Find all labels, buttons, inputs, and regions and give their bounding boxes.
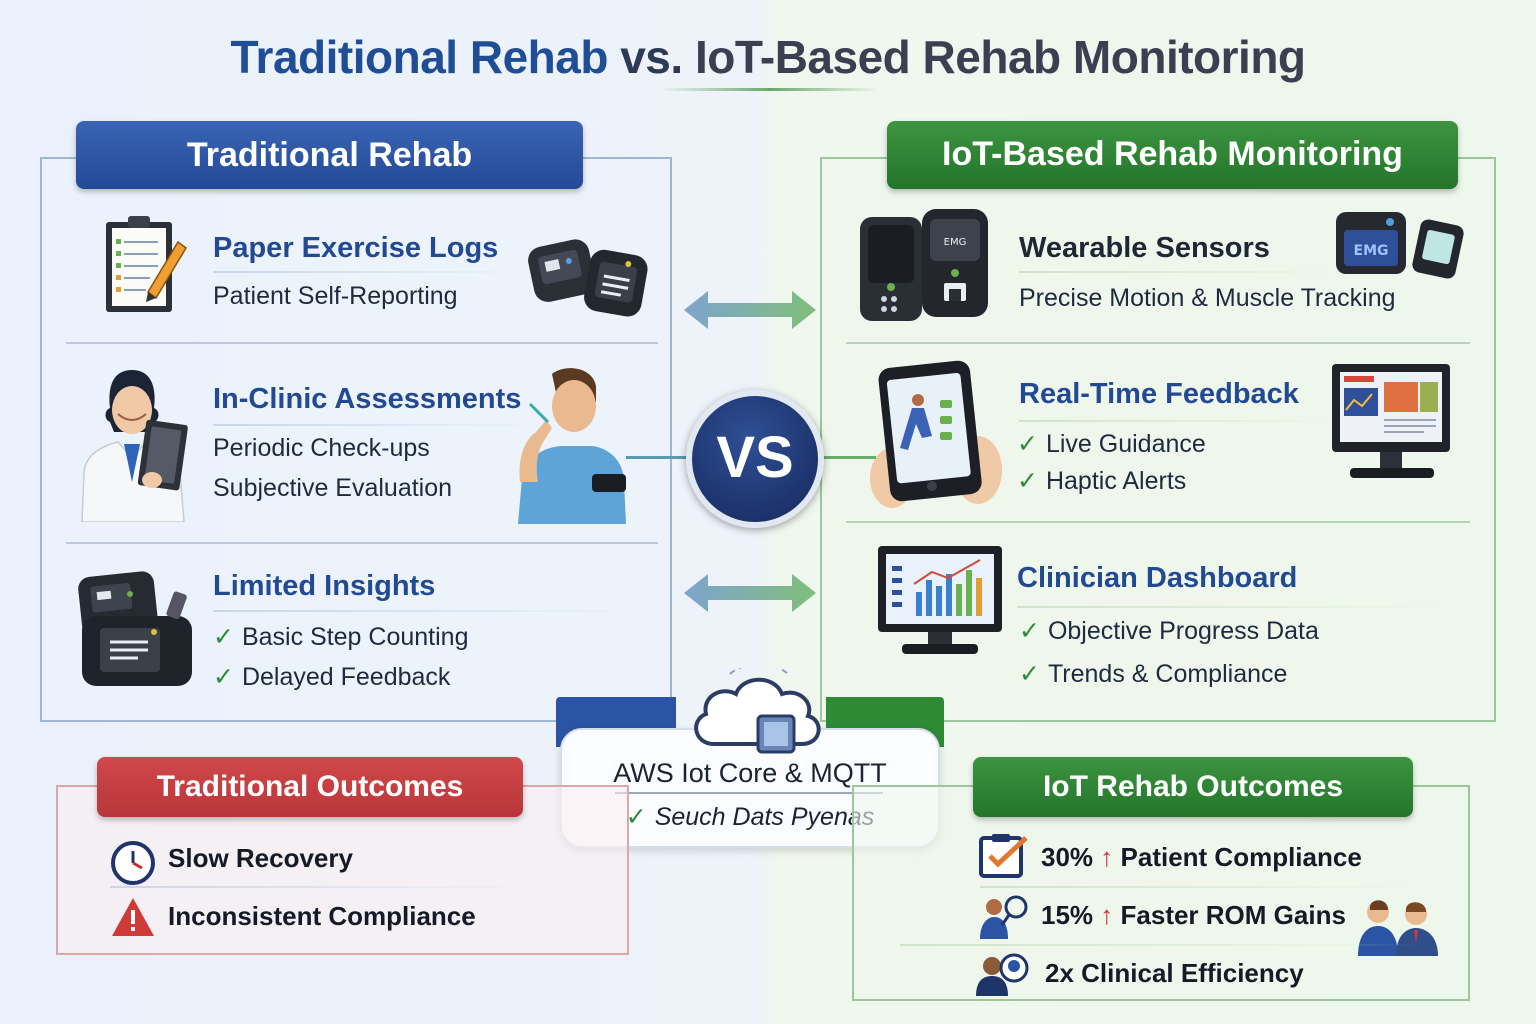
cloud-title: AWS Iot Core & MQTT xyxy=(613,758,887,788)
svg-text:EMG: EMG xyxy=(944,237,967,248)
dashboard-check-2: ✓Trends & Compliance xyxy=(1019,660,1288,688)
team-icon xyxy=(976,953,1029,996)
wearable-sensors-title: Wearable Sensors xyxy=(1019,232,1270,264)
patient-icon xyxy=(518,368,626,524)
iot-outcome-rom: 15% ↑ Faster ROM Gains xyxy=(1041,900,1346,930)
clock-icon xyxy=(111,841,155,885)
check-icon: ✓ xyxy=(1019,617,1040,645)
clinician-dashboard-title: Clinician Dashboard xyxy=(1017,562,1298,594)
vs-badge: VS xyxy=(686,390,824,528)
check-icon: ✓ xyxy=(1017,430,1038,458)
real-time-check-2: ✓Haptic Alerts xyxy=(1017,467,1187,495)
double-arrow-icon xyxy=(684,574,816,612)
up-arrow-icon: ↑ xyxy=(1100,842,1114,872)
page-title: Traditional Rehab vs. IoT-Based Rehab Mo… xyxy=(0,30,1536,84)
monitor-icon xyxy=(1332,364,1450,478)
emg-sensor-icon: EMG xyxy=(1336,212,1464,279)
iot-outcomes-banner: IoT Rehab Outcomes xyxy=(973,757,1413,817)
iot-outcome-compliance: 30% ↑ Patient Compliance xyxy=(1041,842,1362,872)
real-time-check-1: ✓Live Guidance xyxy=(1017,430,1206,458)
clipboard-icon xyxy=(106,216,187,312)
clinician-icon xyxy=(81,370,188,522)
check-icon: ✓ xyxy=(1017,467,1038,495)
item-rule xyxy=(1019,271,1349,273)
wearable-sensor-icon: EMG xyxy=(860,209,988,321)
traditional-banner: Traditional Rehab xyxy=(76,121,583,189)
title-iot: IoT-Based Rehab Monitoring xyxy=(694,31,1306,83)
item-rule xyxy=(980,886,1420,888)
iot-outcomes-panel xyxy=(852,785,1470,1001)
check-icon: ✓ xyxy=(625,803,647,831)
item-rule xyxy=(900,944,1420,946)
title-underline xyxy=(660,88,880,91)
iot-banner: IoT-Based Rehab Monitoring xyxy=(887,121,1458,189)
dashboard-monitor-icon xyxy=(878,546,1002,654)
paper-logs-title: Paper Exercise Logs xyxy=(213,232,499,264)
item-rule xyxy=(110,886,530,888)
paper-logs-subtitle: Patient Self-Reporting xyxy=(213,282,458,310)
in-clinic-line-2: Subjective Evaluation xyxy=(213,474,453,502)
double-arrow-icon xyxy=(684,291,816,329)
item-rule xyxy=(213,424,543,426)
item-rule xyxy=(213,271,533,273)
limited-insights-check-2: ✓Delayed Feedback xyxy=(213,663,451,691)
dashboard-check-1: ✓Objective Progress Data xyxy=(1019,617,1319,645)
magnifier-person-icon xyxy=(980,895,1028,939)
wearable-sensors-subtitle: Precise Motion & Muscle Tracking xyxy=(1019,284,1396,312)
up-arrow-icon: ↑ xyxy=(1100,900,1114,930)
section-separator xyxy=(66,542,658,544)
section-separator xyxy=(846,521,1470,523)
slow-recovery: Slow Recovery xyxy=(168,843,353,873)
title-traditional: Traditional Rehab xyxy=(230,31,608,83)
limited-insights-check-1: ✓Basic Step Counting xyxy=(213,623,469,651)
connector-line xyxy=(820,456,876,459)
section-separator xyxy=(66,342,658,344)
section-separator xyxy=(846,342,1470,344)
connector-line xyxy=(626,456,690,459)
checklist-icon xyxy=(979,834,1028,878)
in-clinic-title: In-Clinic Assessments xyxy=(213,383,522,415)
cloud-title-rule xyxy=(615,792,883,794)
item-rule xyxy=(213,610,643,612)
in-clinic-line-1: Periodic Check-ups xyxy=(213,434,430,462)
limited-insights-title: Limited Insights xyxy=(213,570,436,602)
check-icon: ✓ xyxy=(213,663,234,691)
emg-label: EMG xyxy=(1354,243,1389,259)
pedometer-device-icon xyxy=(528,239,648,317)
warning-icon xyxy=(112,898,154,936)
traditional-outcomes-banner: Traditional Outcomes xyxy=(97,757,523,817)
cloud-icon xyxy=(694,668,821,754)
inconsistent-compliance: Inconsistent Compliance xyxy=(168,901,476,931)
check-icon: ✓ xyxy=(1019,660,1040,688)
title-vs: vs. xyxy=(620,31,683,83)
smartphone-icon xyxy=(870,360,1002,508)
step-counter-icon xyxy=(78,571,192,686)
users-icon xyxy=(1358,900,1438,956)
item-rule xyxy=(1019,420,1339,422)
item-rule xyxy=(1017,606,1447,608)
real-time-feedback-title: Real-Time Feedback xyxy=(1019,378,1299,410)
check-icon: ✓ xyxy=(213,623,234,651)
cloud-subtitle: ✓Seuch Dats Pyenas xyxy=(625,803,875,831)
iot-outcome-efficiency: 2x Clinical Efficiency xyxy=(1045,958,1304,988)
